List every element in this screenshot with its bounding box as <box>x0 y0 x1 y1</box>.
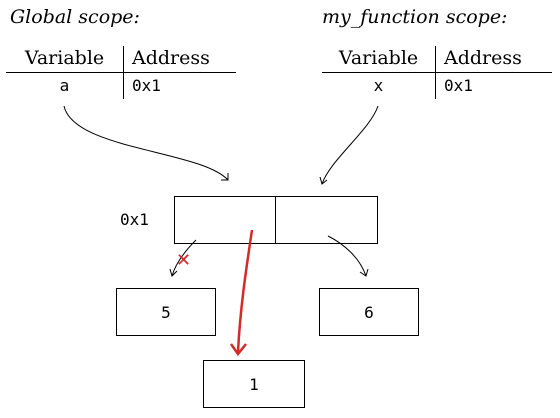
memory-slot-right <box>275 196 378 244</box>
arrowhead-cell-to-five <box>169 268 178 277</box>
function-scope-title: my_function scope: <box>322 6 508 28</box>
arrowhead-cell-to-one <box>229 343 247 357</box>
arrowhead-a-to-cell <box>221 173 229 181</box>
global-cell-address: 0x1 <box>132 76 161 95</box>
function-scope-table: Variable Address x 0x1 <box>322 46 552 99</box>
arrowhead-cell-to-six <box>359 268 369 277</box>
arrow-cell-to-six <box>327 235 367 277</box>
arrow-x-to-cell <box>321 105 379 185</box>
strike-mark: ✕ <box>176 250 191 271</box>
global-cell-variable: a <box>6 73 124 99</box>
value-box-six: 6 <box>319 288 419 336</box>
value-box-one: 1 <box>203 360 305 408</box>
arrow-cell-to-one <box>236 229 254 353</box>
global-header-variable: Variable <box>6 46 124 73</box>
function-header-variable: Variable <box>322 46 436 73</box>
memory-address-label: 0x1 <box>120 210 149 229</box>
value-box-five: 5 <box>116 288 216 336</box>
arrowhead-x-to-cell <box>319 176 328 185</box>
global-scope-table: Variable Address a 0x1 <box>6 46 236 99</box>
arrow-cell-to-five <box>171 239 197 277</box>
arrow-a-to-cell <box>63 105 229 181</box>
function-header-address: Address <box>436 46 552 73</box>
function-cell-address: 0x1 <box>444 76 473 95</box>
global-scope-title: Global scope: <box>10 6 140 28</box>
global-header-address: Address <box>124 46 236 73</box>
function-cell-variable: x <box>322 73 436 99</box>
